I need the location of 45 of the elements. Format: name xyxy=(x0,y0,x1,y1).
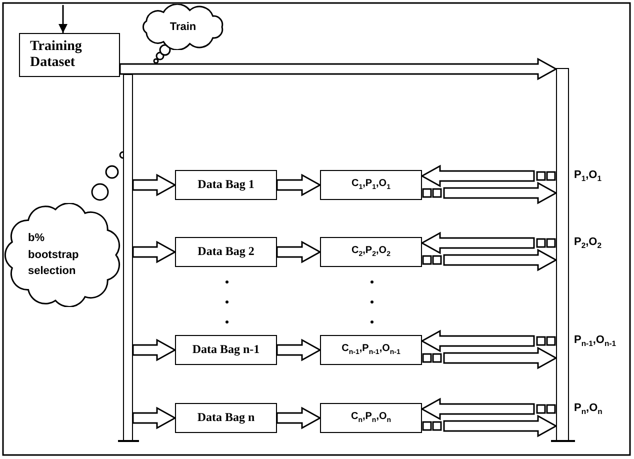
block-arrow xyxy=(132,338,177,362)
bus-bar xyxy=(123,74,133,441)
node-label: C$_{2}$,P$_{2}$,O$_{2}$ xyxy=(352,244,390,260)
dotted-tail-block-arrow xyxy=(420,232,556,254)
output-label: P$_{n}$,O$_{n}$ xyxy=(574,402,602,416)
node-label: C$_{n}$,P$_{n}$,O$_{n}$ xyxy=(350,410,392,426)
dotted-tail-block-arrow xyxy=(420,398,556,420)
node-label: b% bootstrap selection xyxy=(28,231,80,280)
node-label: Data Bag 1 xyxy=(198,178,254,192)
node-label: Data Bag n xyxy=(197,411,255,425)
process-box xyxy=(175,403,277,433)
block-arrow xyxy=(276,406,322,430)
process-box xyxy=(320,237,422,267)
process-box xyxy=(175,237,277,267)
dotted-tail-block-arrow xyxy=(422,414,558,438)
node-label: Data Bag n-1 xyxy=(192,343,260,357)
output-label: P$_{2}$,O$_{2}$ xyxy=(574,236,602,250)
node-label: Training Dataset xyxy=(30,38,83,72)
dotted-tail-block-arrow xyxy=(422,182,558,204)
block-arrow xyxy=(119,58,558,80)
dotted-tail-block-arrow xyxy=(422,248,558,272)
block-arrow xyxy=(132,240,177,264)
block-arrow xyxy=(132,174,177,196)
block-arrow xyxy=(276,174,322,196)
arrow xyxy=(58,5,68,33)
dotted-tail-block-arrow xyxy=(422,346,558,370)
block-arrow xyxy=(132,406,177,430)
thought-cloud xyxy=(4,203,122,307)
dotted-tail-block-arrow xyxy=(420,164,556,188)
dotted-tail-block-arrow xyxy=(420,330,556,352)
bus-bar xyxy=(556,68,569,441)
process-box xyxy=(19,33,120,77)
node-label: C$_{n-1}$,P$_{n-1}$,O$_{n-1}$ xyxy=(342,342,400,358)
node-label: Data Bag 2 xyxy=(198,245,254,259)
output-label: P$_{n-1}$,O$_{n-1}$ xyxy=(574,334,616,348)
node-label: Train xyxy=(170,20,196,34)
node-label: C$_{1}$,P$_{1}$,O$_{1}$ xyxy=(352,178,390,192)
process-box xyxy=(320,170,422,200)
process-box xyxy=(320,403,422,433)
output-label: P$_{1}$,O$_{1}$ xyxy=(574,169,602,184)
block-arrow xyxy=(276,338,322,362)
process-box xyxy=(175,335,277,365)
block-arrow xyxy=(276,240,322,264)
process-box xyxy=(320,335,422,365)
process-box xyxy=(175,170,277,200)
